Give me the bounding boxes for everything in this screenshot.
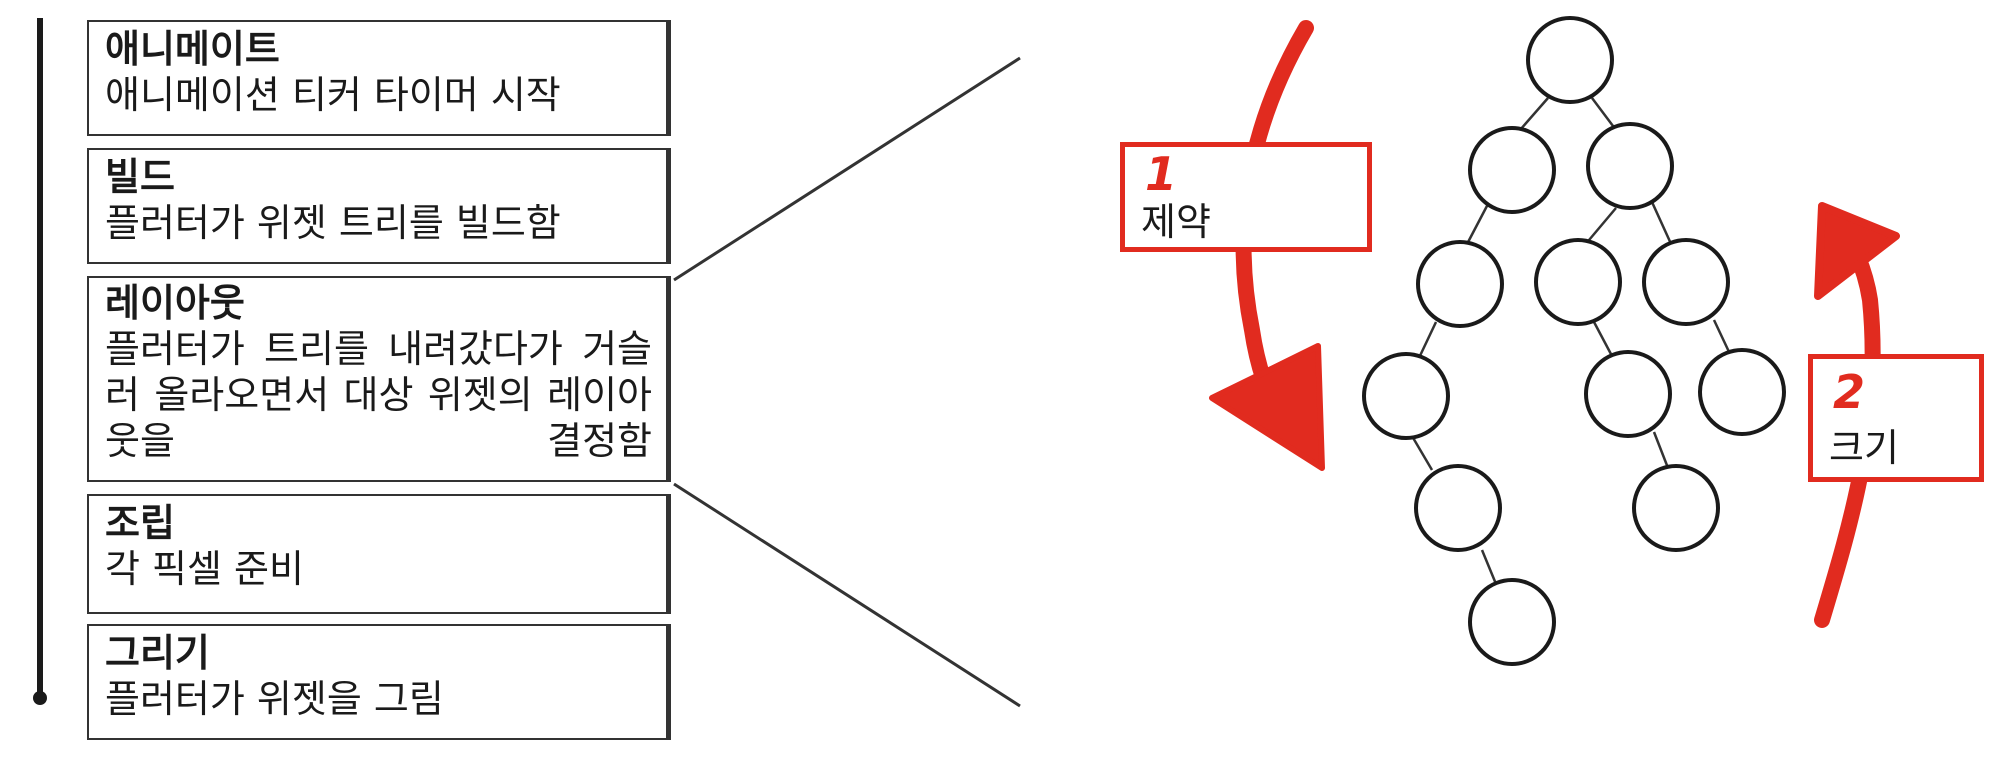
tree-node	[1698, 348, 1786, 436]
stage-description: 플러터가 위젯을 그림	[105, 677, 444, 721]
tree-node	[1468, 126, 1556, 214]
constraints-arrowhead-icon	[1209, 343, 1325, 471]
tree-node	[1632, 464, 1720, 552]
size-arrowhead-icon	[1814, 202, 1900, 300]
tree-node	[1468, 578, 1556, 666]
tree-node	[1586, 122, 1674, 210]
stage-description: 애니메이션 티커 타이머 시작	[105, 73, 561, 117]
stage-build: 빌드 플러터가 위젯 트리를 빌드함	[87, 148, 671, 264]
tree-node	[1416, 240, 1504, 328]
tree-node	[1414, 464, 1502, 552]
stage-title: 조립	[105, 501, 175, 545]
size-step-number: 2	[1833, 365, 1866, 419]
stage-layout: 레이아웃 플러터가 트리를 내려갔다가 거슬러 올라오면서 대상 위젯의 레이아…	[87, 276, 671, 482]
stage-title: 그리기	[105, 631, 210, 675]
size-text: 크기	[1829, 426, 1899, 470]
constraints-step-number: 1	[1145, 147, 1178, 201]
stage-description: 플러터가 위젯 트리를 빌드함	[105, 201, 561, 245]
stage-title: 애니메이트	[105, 27, 280, 71]
constraints-label: 1 제약	[1120, 142, 1372, 252]
stage-description: 플러터가 트리를 내려갔다가 거슬러 올라오면서 대상 위젯의 레이아웃을 결정…	[105, 327, 652, 463]
stage-animate: 애니메이트 애니메이션 티커 타이머 시작	[87, 20, 671, 136]
tree-node	[1642, 238, 1730, 326]
tree-node	[1526, 16, 1614, 104]
stage-paint: 그리기 플러터가 위젯을 그림	[87, 624, 671, 740]
size-label: 2 크기	[1808, 354, 1984, 482]
tree-node	[1534, 238, 1622, 326]
constraints-text: 제약	[1141, 200, 1211, 244]
stage-title: 빌드	[105, 155, 175, 199]
stage-compose: 조립 각 픽셀 준비	[87, 494, 671, 614]
stage-title: 레이아웃	[105, 281, 245, 325]
stage-description: 각 픽셀 준비	[105, 547, 304, 591]
tree-node	[1584, 350, 1672, 438]
tree-node	[1362, 352, 1450, 440]
